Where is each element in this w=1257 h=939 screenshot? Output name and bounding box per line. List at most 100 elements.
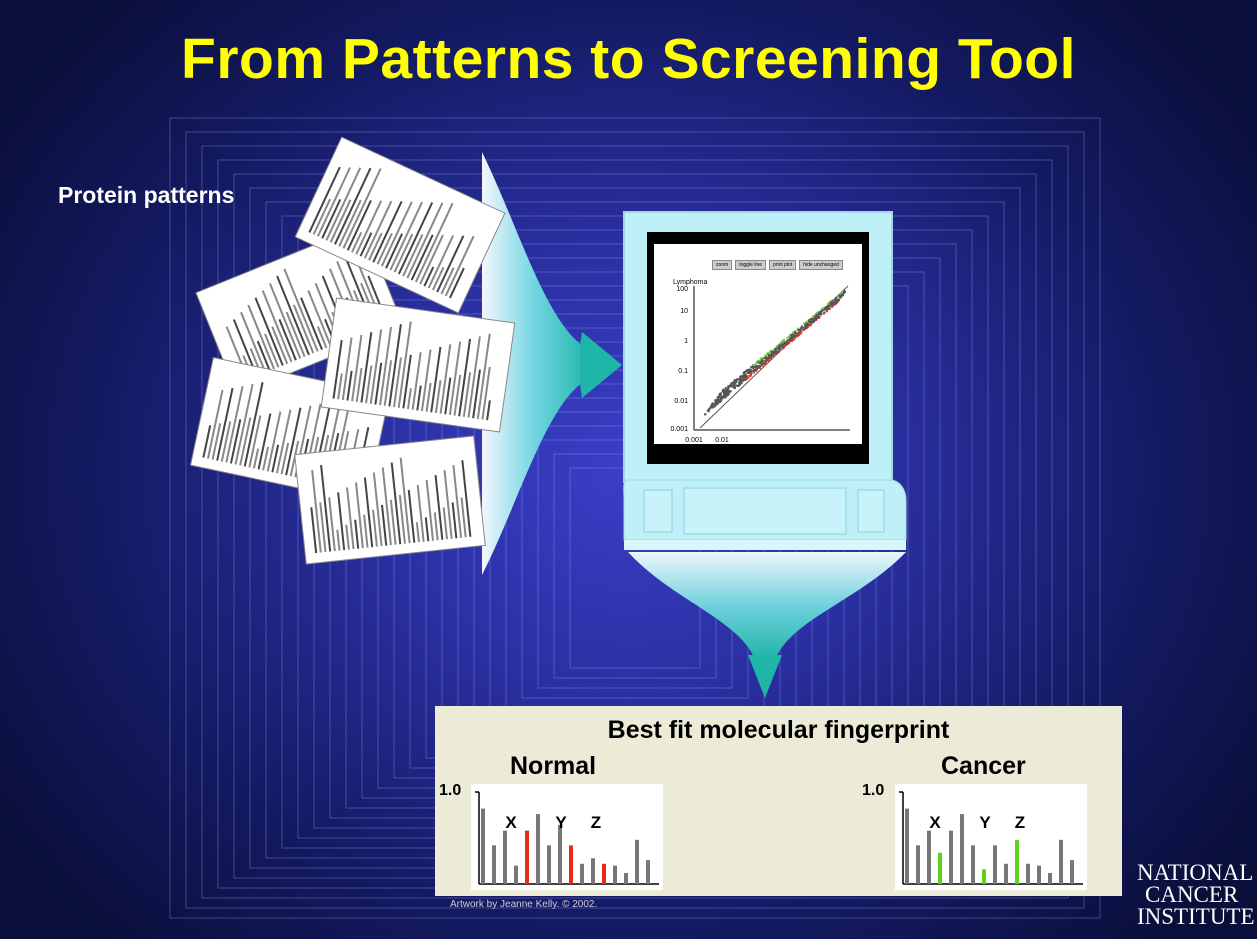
paper-bar — [278, 319, 297, 361]
scatter-xtick: 0.001 — [685, 437, 703, 444]
paper-bar — [345, 524, 350, 550]
scatter-point — [797, 333, 800, 336]
marker-label: Y — [555, 813, 567, 832]
scatter-point — [714, 404, 717, 407]
scatter-point — [759, 362, 762, 365]
scatter-point — [736, 384, 739, 387]
scatter-point — [732, 381, 735, 384]
paper-bar — [271, 444, 280, 473]
paper-bar — [365, 365, 373, 404]
scatter-point — [752, 367, 755, 370]
paper-bar — [264, 333, 280, 368]
scatter-point — [838, 295, 841, 298]
paper-bar — [380, 504, 388, 546]
paper-bar — [363, 477, 374, 548]
paper-bar — [451, 502, 458, 539]
paper-bar — [399, 457, 411, 544]
toolbar-button[interactable]: hide unchanged — [799, 260, 843, 270]
scatter-point — [789, 339, 792, 342]
scatter-point — [793, 336, 796, 339]
scatter-point — [827, 307, 830, 310]
paper-bar — [234, 384, 254, 465]
paper-bar — [271, 326, 289, 365]
scatter-point — [750, 366, 753, 369]
scatter-point — [806, 321, 809, 324]
scatter-point — [788, 334, 791, 337]
paper-bar — [472, 369, 481, 419]
scatter-point — [713, 403, 716, 406]
scatter-point — [750, 371, 753, 374]
paper-bar — [354, 482, 364, 549]
paper-bar — [338, 199, 362, 247]
toolbar-button[interactable]: toggle line — [735, 260, 767, 270]
scatter-point — [766, 358, 769, 361]
scatter-point — [805, 323, 808, 326]
scatter-point — [823, 311, 826, 314]
scatter-point — [813, 314, 816, 317]
scatter-point — [778, 348, 781, 351]
scatter-point — [766, 354, 769, 357]
scatter-point — [833, 301, 836, 304]
scatter-point — [745, 377, 748, 380]
scatter-point — [764, 362, 767, 365]
paper-bar — [300, 297, 323, 351]
scatter-point — [833, 303, 836, 306]
paper-bar — [292, 304, 315, 354]
toolbar-button[interactable]: zoom — [712, 260, 733, 270]
scatter-point — [727, 385, 730, 388]
fingerprint-bar — [916, 845, 920, 884]
scatter-point — [808, 324, 811, 327]
paper-sheet — [294, 435, 486, 565]
marker-label: X — [505, 813, 517, 832]
paper-bar — [336, 529, 341, 551]
paper-bar — [320, 464, 332, 552]
scatter-point — [767, 351, 770, 354]
scatter-point — [822, 307, 825, 310]
scatter-point — [723, 393, 726, 396]
paper-bar — [423, 266, 435, 287]
paper-bar — [406, 202, 444, 279]
scatter-point — [782, 345, 785, 348]
scatter-point — [727, 389, 730, 392]
paper-bar — [360, 332, 373, 403]
scatter-point — [815, 314, 818, 317]
scatter-ylabel: Lymphoma — [673, 279, 708, 286]
scatter-point — [711, 404, 714, 407]
scatter-point — [770, 353, 773, 356]
monitor — [623, 211, 893, 483]
scatter-point — [758, 367, 761, 370]
scatter-point — [747, 376, 750, 379]
paper-bar — [458, 338, 472, 417]
paper-bar — [452, 465, 463, 538]
scatter-point — [747, 370, 750, 373]
scatter-point — [801, 326, 804, 329]
paper-bar — [486, 400, 491, 421]
fingerprint-bar — [591, 858, 595, 884]
scatter-point — [809, 317, 812, 320]
toolbar-button[interactable]: print plot — [769, 260, 797, 270]
paper-bar — [341, 337, 353, 401]
scatter-point — [757, 364, 760, 367]
scatter-point — [744, 374, 747, 377]
scatter-point — [775, 347, 778, 350]
scatter-point — [769, 350, 772, 353]
paper-bar — [424, 517, 430, 542]
paper-bar — [283, 268, 319, 352]
scatter-point — [812, 318, 815, 321]
scatter-point — [781, 343, 784, 346]
scatter-point — [796, 327, 799, 330]
scatter-point — [761, 360, 764, 363]
scatter-point — [717, 401, 720, 404]
scatter-point — [818, 315, 821, 318]
scatter-point — [720, 395, 723, 398]
fingerprint-bar — [982, 869, 986, 884]
paper-bar — [359, 232, 373, 257]
paper-bar — [415, 522, 420, 543]
scatter-point — [816, 311, 819, 314]
scatter-point — [792, 338, 795, 341]
paper-bar — [372, 509, 378, 547]
paper-bar — [440, 267, 455, 295]
scatter-point — [825, 305, 828, 308]
paper-bar — [460, 497, 467, 538]
